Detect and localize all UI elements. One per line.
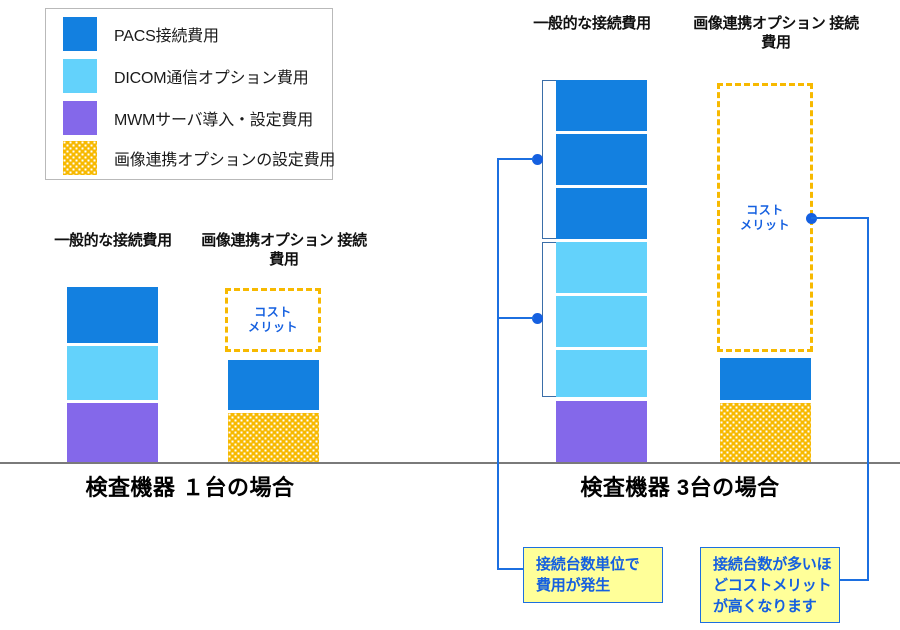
- legend-item-label: DICOM通信オプション費用: [114, 70, 309, 87]
- cost-merit-box-right: コスト メリット: [717, 83, 813, 352]
- legend-item-image-link: 画像連携オプションの設定費用: [63, 141, 335, 175]
- group-axis-label-three-devices: 検査機器 3台の場合: [580, 475, 780, 500]
- bar-segment-pacs: [556, 134, 647, 185]
- column-header-image-link-right: 画像連携オプション 接続費用: [693, 15, 859, 51]
- bar-segment-dicom: [67, 346, 158, 400]
- bar-segment-dicom: [556, 242, 647, 293]
- bar-segment-image-link: [228, 413, 319, 462]
- bar-segment-pacs: [228, 360, 319, 410]
- callout-per-device-cost: 接続台数単位で 費用が発生: [523, 547, 663, 603]
- column-header-image-link-left: 画像連携オプション 接続費用: [201, 232, 367, 268]
- cost-merit-box-left: コスト メリット: [225, 288, 321, 352]
- brace-dicom-group: [542, 242, 556, 397]
- bar-segment-pacs: [556, 188, 647, 239]
- callout-text: 接続台数が多いほ どコストメリット が高くなります: [713, 555, 832, 615]
- baseline-axis: [0, 462, 900, 464]
- mwm-purple-swatch-icon: [63, 101, 97, 135]
- brace-dot-dicom: [532, 313, 543, 324]
- legend-item-pacs: PACS接続費用: [63, 17, 219, 51]
- legend-item-label: 画像連携オプションの設定費用: [114, 152, 336, 169]
- connector-line-dicom-horizontal: [497, 317, 534, 319]
- legend-box: PACS接続費用 DICOM通信オプション費用 MWMサーバ導入・設定費用 画像…: [45, 8, 335, 180]
- group-axis-label-one-device: 検査機器 １台の場合: [85, 475, 295, 500]
- bar-segment-mwm: [556, 401, 647, 462]
- cost-merit-label: コスト メリット: [739, 202, 790, 232]
- bar-segment-pacs: [67, 287, 158, 343]
- callout-text: 接続台数単位で 費用が発生: [536, 556, 640, 594]
- connector-line-right-vertical: [867, 217, 869, 581]
- bar-segment-pacs: [720, 358, 811, 400]
- cost-merit-label: コスト メリット: [247, 305, 298, 334]
- connector-line-right-horizontal: [811, 217, 869, 219]
- pacs-blue-swatch-icon: [63, 17, 97, 51]
- callout-more-devices-more-merit: 接続台数が多いほ どコストメリット が高くなります: [700, 547, 840, 623]
- bar-segment-pacs: [556, 80, 647, 131]
- bar-segment-mwm: [67, 403, 158, 462]
- connector-line-left-vertical: [497, 158, 499, 570]
- bar-segment-dicom: [556, 350, 647, 397]
- brace-pacs-group: [542, 80, 556, 239]
- legend-item-mwm: MWMサーバ導入・設定費用: [63, 101, 313, 135]
- column-header-general-right: 一般的な接続費用: [533, 15, 651, 32]
- column-header-general-left: 一般的な接続費用: [54, 232, 172, 249]
- dicom-lightblue-swatch-icon: [63, 59, 97, 93]
- legend-item-label: MWMサーバ導入・設定費用: [114, 112, 313, 129]
- legend-item-dicom: DICOM通信オプション費用: [63, 59, 309, 93]
- brace-dot-pacs: [532, 154, 543, 165]
- bar-segment-image-link: [720, 403, 811, 462]
- connector-line-pacs-horizontal: [497, 158, 534, 160]
- image-link-dotted-swatch-icon: [63, 141, 97, 175]
- legend-item-label: PACS接続費用: [114, 28, 219, 45]
- connector-line-left-to-callout: [497, 568, 524, 570]
- bar-segment-dicom: [556, 296, 647, 347]
- connector-line-right-to-callout: [840, 579, 869, 581]
